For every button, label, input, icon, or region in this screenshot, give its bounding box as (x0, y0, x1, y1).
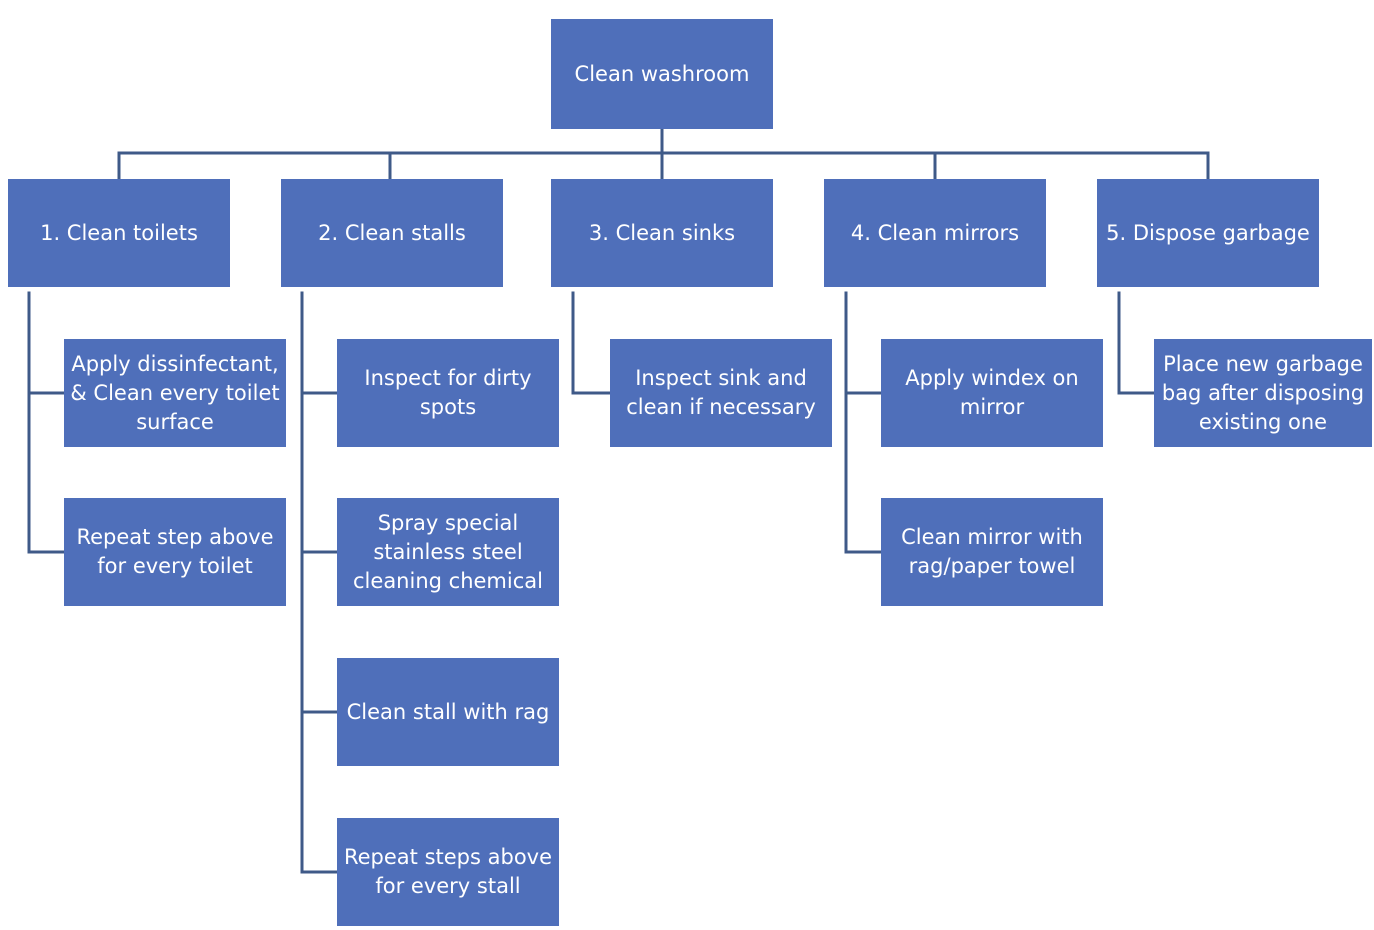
step-label: Clean mirror with rag/paper towel (901, 525, 1083, 578)
task-clean-stalls: 2. Clean stalls (281, 179, 503, 287)
step-inspect-dirty-spots: Inspect for dirty spots (337, 339, 559, 447)
step-label: Spray special stainless steel cleaning c… (353, 510, 543, 593)
task-label: 5. Dispose garbage (1106, 220, 1310, 245)
step-label: Place new garbage bag after disposing ex… (1161, 351, 1365, 434)
step-label: Repeat steps above for every stall (343, 845, 553, 898)
step-label: Inspect sink and clean if necessary (626, 366, 816, 419)
step-repeat-every-stall: Repeat steps above for every stall (337, 818, 559, 926)
step-clean-stall-rag: Clean stall with rag (337, 658, 559, 766)
step-apply-windex: Apply windex on mirror (881, 339, 1103, 447)
step-label: Apply windex on mirror (905, 366, 1079, 419)
task-clean-mirrors: 4. Clean mirrors (824, 179, 1046, 287)
task-clean-toilets: 1. Clean toilets (8, 179, 230, 287)
task-label: 4. Clean mirrors (850, 220, 1020, 245)
step-place-garbage-bag: Place new garbage bag after disposing ex… (1154, 339, 1372, 447)
step-label: Inspect for dirty spots (364, 366, 532, 419)
step-inspect-sink: Inspect sink and clean if necessary (610, 339, 832, 447)
task-label: 2. Clean stalls (318, 220, 466, 245)
step-repeat-every-toilet: Repeat step above for every toilet (64, 498, 286, 606)
task-label: 3. Clean sinks (588, 220, 736, 245)
task-label: 1. Clean toilets (40, 220, 198, 245)
step-label: Repeat step above for every toilet (76, 525, 274, 578)
task-dispose-garbage: 5. Dispose garbage (1097, 179, 1319, 287)
task-clean-sinks: 3. Clean sinks (551, 179, 773, 287)
step-label: Clean stall with rag (346, 699, 550, 724)
step-apply-disinfectant: Apply dissinfectant, & Clean every toile… (64, 339, 286, 447)
root-node: Clean washroom (551, 19, 773, 129)
root-label: Clean washroom (574, 61, 750, 86)
step-label: Apply dissinfectant, & Clean every toile… (70, 351, 280, 434)
step-spray-chemical: Spray special stainless steel cleaning c… (337, 498, 559, 606)
step-clean-mirror-towel: Clean mirror with rag/paper towel (881, 498, 1103, 606)
